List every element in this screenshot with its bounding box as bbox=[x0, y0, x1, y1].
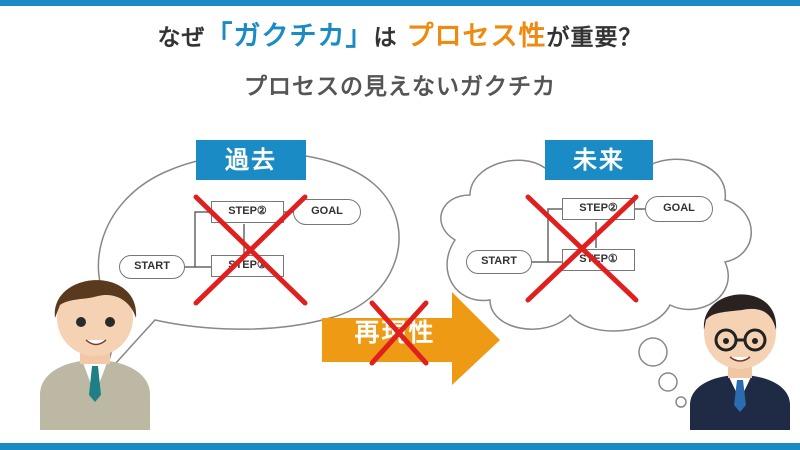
future-cross-icon bbox=[525, 194, 639, 303]
title-suffix: が重要？ bbox=[546, 25, 643, 51]
title-middle: は bbox=[373, 25, 398, 51]
page-title: なぜ「ガクチカ」は プロセス性が重要？ bbox=[0, 14, 800, 53]
past-label: 過去 bbox=[196, 140, 306, 180]
arrow-cross-icon bbox=[369, 300, 429, 366]
past-goal-node: GOAL bbox=[293, 199, 361, 225]
title-prefix: なぜ bbox=[157, 25, 206, 51]
page-subtitle: プロセスの見えないガクチカ bbox=[244, 74, 556, 100]
title-highlight-process: プロセス性 bbox=[406, 21, 547, 52]
bottom-bar bbox=[0, 443, 800, 450]
future-label: 未来 bbox=[545, 140, 653, 180]
past-start-node: START bbox=[119, 255, 185, 279]
businessman-avatar bbox=[690, 294, 790, 430]
top-bar bbox=[0, 0, 800, 6]
future-goal-node: GOAL bbox=[645, 196, 713, 222]
past-cross-icon bbox=[193, 194, 308, 306]
future-start-node: START bbox=[466, 250, 532, 274]
reproducibility-arrow bbox=[322, 292, 500, 385]
student-avatar bbox=[40, 280, 150, 430]
past-step2-node: STEP② bbox=[211, 201, 284, 223]
title-highlight-gakuchika: 「ガクチカ」 bbox=[205, 21, 374, 52]
